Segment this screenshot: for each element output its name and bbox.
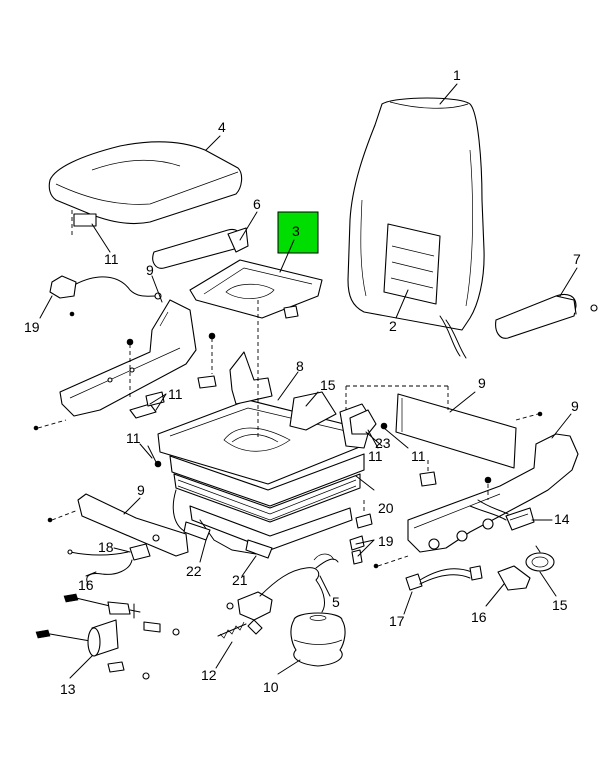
callout-13[interactable]: 13	[60, 681, 76, 697]
armrest-right-part	[495, 293, 598, 339]
seat-suspension-part	[169, 453, 365, 555]
callout-9-lower-left[interactable]: 9	[137, 482, 145, 498]
leader-lines	[39, 83, 578, 679]
callout-10[interactable]: 10	[263, 679, 279, 695]
callout-7[interactable]: 7	[573, 251, 581, 267]
callout-11-right[interactable]: 11	[411, 448, 426, 464]
callout-6[interactable]: 6	[253, 196, 261, 212]
callout-1[interactable]: 1	[453, 67, 461, 83]
callout-4[interactable]: 4	[218, 119, 226, 135]
callout-8[interactable]: 8	[296, 358, 304, 374]
shock-absorber-part	[35, 593, 180, 680]
seat-pan-plate-part	[189, 259, 323, 319]
callout-9-top-left[interactable]: 9	[146, 262, 154, 278]
side-shield-left-part	[59, 299, 197, 417]
callout-20[interactable]: 20	[378, 500, 394, 516]
rear-panel-part	[395, 393, 517, 469]
highlight-box-part-3[interactable]	[277, 211, 319, 254]
callout-11-bolt[interactable]: 11	[126, 430, 141, 446]
callout-19-left[interactable]: 19	[24, 319, 40, 335]
air-spring-part	[290, 612, 346, 667]
callout-5[interactable]: 5	[332, 594, 340, 610]
callout-21[interactable]: 21	[232, 572, 248, 588]
callout-23[interactable]: 23	[375, 435, 391, 451]
callout-3[interactable]: 3	[292, 223, 300, 239]
callout-15-upper[interactable]: 15	[320, 377, 336, 393]
seat-frame-base-part	[157, 351, 373, 485]
callout-labels: 1 2 3 4 5 6 7 8 9 9 9 9 10 11 11 11 11 1…	[24, 67, 581, 697]
callout-2[interactable]: 2	[389, 318, 397, 334]
callout-11-cushion[interactable]: 11	[104, 251, 119, 267]
lumbar-control-part	[497, 552, 555, 591]
seat-back-part	[347, 97, 485, 359]
seat-cushion-part	[48, 141, 243, 236]
callout-22[interactable]: 22	[186, 563, 202, 579]
armrest-left-part	[152, 227, 249, 269]
callout-15-lower[interactable]: 15	[552, 597, 568, 613]
callout-14[interactable]: 14	[554, 511, 570, 527]
callout-12[interactable]: 12	[201, 667, 217, 683]
side-shield-right-part	[407, 433, 579, 553]
callout-17[interactable]: 17	[389, 613, 405, 629]
air-valve-part	[226, 553, 339, 635]
callout-11-bracket[interactable]: 11	[168, 386, 183, 402]
callout-18[interactable]: 18	[98, 539, 114, 555]
callout-9-right[interactable]: 9	[571, 398, 579, 414]
callout-19-right[interactable]: 19	[378, 533, 394, 549]
callout-16-left[interactable]: 16	[78, 577, 94, 593]
callout-9-rear[interactable]: 9	[478, 375, 486, 391]
callout-11-center[interactable]: 11	[368, 448, 383, 464]
callout-16-right[interactable]: 16	[471, 609, 487, 625]
adjust-handle-left-part	[49, 275, 162, 317]
